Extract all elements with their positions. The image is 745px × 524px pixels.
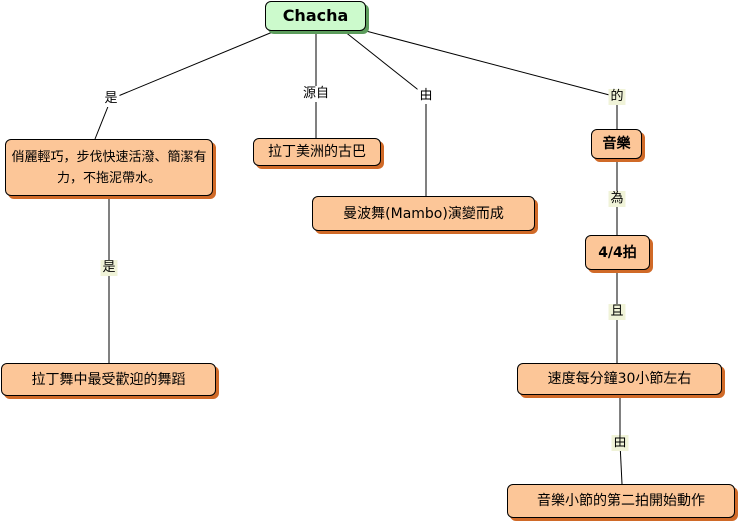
concept-description[interactable]: 俏麗輕巧，步伐快速活潑、簡潔有力，不拖泥帶水。 <box>5 139 213 196</box>
link-label-de: 的 <box>608 89 626 105</box>
concept-four-four-time[interactable]: 4/4拍 <box>585 235 650 270</box>
link-label-shi-2: 是 <box>100 260 118 276</box>
concept-evolved-from-mambo[interactable]: 曼波舞(Mambo)演變而成 <box>312 196 535 231</box>
connector-root-to-label-shi <box>110 30 276 100</box>
link-label-shi: 是 <box>102 91 120 107</box>
root-concept-chacha[interactable]: Chacha <box>265 1 366 31</box>
link-label-you-2: 由 <box>611 435 629 451</box>
concept-tempo[interactable]: 速度每分鐘30小節左右 <box>517 363 722 395</box>
concept-music[interactable]: 音樂 <box>591 129 642 159</box>
concept-origin-cuba[interactable]: 拉丁美洲的古巴 <box>253 138 381 166</box>
concept-second-beat-start[interactable]: 音樂小節的第二拍開始動作 <box>507 484 735 518</box>
link-label-qie: 且 <box>608 304 626 320</box>
link-label-wei: 為 <box>608 191 626 207</box>
link-label-yuanzi: 源自 <box>300 86 332 102</box>
link-label-you: 由 <box>417 88 435 104</box>
connector-root-to-label-de <box>365 30 618 98</box>
connector-root-to-label-you <box>343 30 427 97</box>
concept-most-popular-latin-dance[interactable]: 拉丁舞中最受歡迎的舞蹈 <box>1 363 216 396</box>
